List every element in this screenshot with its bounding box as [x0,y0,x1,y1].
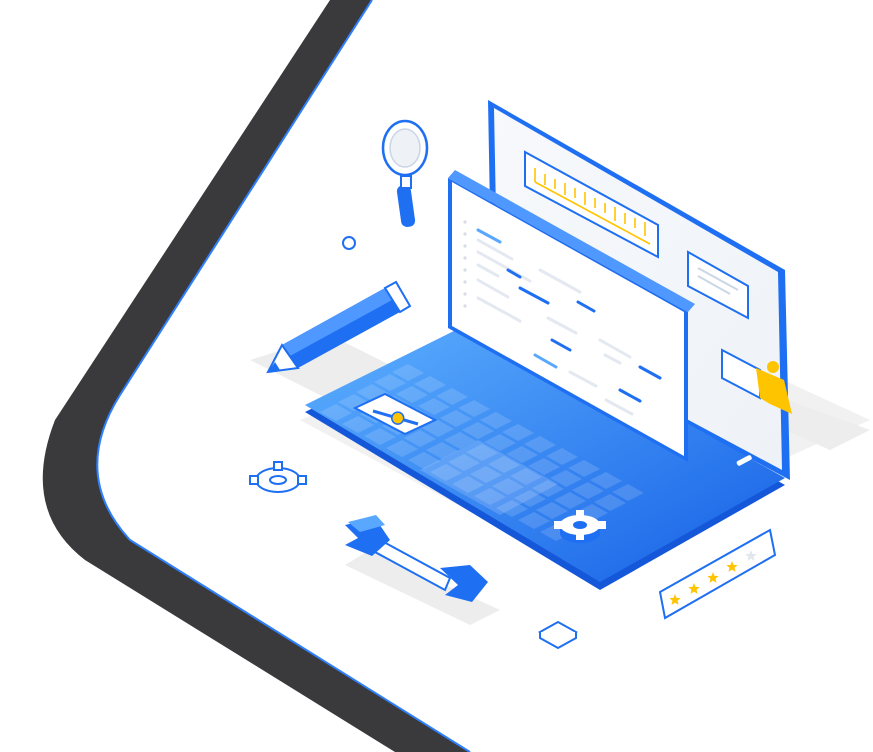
keyboard-key [492,478,524,495]
star-filled-icon [688,583,700,594]
keyboard-key [612,484,644,501]
keyboard-key [462,422,494,439]
keyboard-key [396,386,428,403]
keyboard-key [550,470,582,487]
code-panel [448,170,695,462]
keyboard-key [528,458,560,475]
star-filled-icon [726,561,738,572]
slider-widget [352,392,438,436]
band-dark-shape [42,0,470,752]
keyboard-key [414,376,446,393]
keyboard-key [474,488,506,505]
keyboard-key [510,468,542,485]
keyboard-key [364,428,396,445]
keyboard-key [444,432,476,449]
keyboard-key [436,388,468,405]
keyboard-key [488,456,520,473]
keyboard-key [320,404,352,421]
keyboard-key [502,424,534,441]
keyboard-key [518,512,550,529]
wrench-icon [345,515,488,602]
keyboard-key [452,476,484,493]
keyboard-key [470,466,502,483]
keyboard-key [546,448,578,465]
slider-knob [391,411,405,425]
trackpad [420,440,558,515]
keyboard-key [392,364,424,381]
keyboard-key [506,446,538,463]
keyboard-key [568,460,600,477]
keyboard-key [536,502,568,519]
keyboard-key [404,430,436,447]
laptop-base [305,313,785,590]
keyboard-key [496,500,528,517]
star-filled-icon [707,572,719,583]
keyboard-key [572,482,604,499]
keyboard-key [430,464,462,481]
text-card [687,250,749,320]
small-circle-shape [342,236,356,250]
star-filled-icon [669,594,681,605]
keyboard-key [458,400,490,417]
rating-stars [669,550,757,605]
keyboard-key [342,416,374,433]
keyboard-key [576,504,608,521]
keyboard-key [480,412,512,429]
keyboard-key [408,452,440,469]
gear-icon [554,510,606,543]
keyboard-key [386,440,418,457]
keyboard-key [426,442,458,459]
keyboard-key [554,492,586,509]
star-empty-icon [745,550,757,561]
code-lines [476,228,662,416]
keyboard-key [418,398,450,415]
small-cube-shape [538,620,578,650]
keyboard-key [422,420,454,437]
keyboard-key [448,454,480,471]
rating-card [658,528,777,620]
keyboard-key [484,434,516,451]
keyboard-key [466,444,498,461]
ruler-panel [524,150,659,259]
magnifier-icon [381,119,429,227]
keyboard-key [514,490,546,507]
keyboard-key [524,436,556,453]
puzzle-icon [721,348,792,414]
line-number-dots [463,220,467,308]
band-blue-edge [96,0,471,752]
background-band [42,0,471,752]
pencil-icon [266,280,412,374]
keyboard-key [440,410,472,427]
gear-outline-icon [249,461,307,493]
keyboard-key [590,472,622,489]
keyboard-key [594,494,626,511]
keyboard-key [374,374,406,391]
keyboard-key [532,480,564,497]
